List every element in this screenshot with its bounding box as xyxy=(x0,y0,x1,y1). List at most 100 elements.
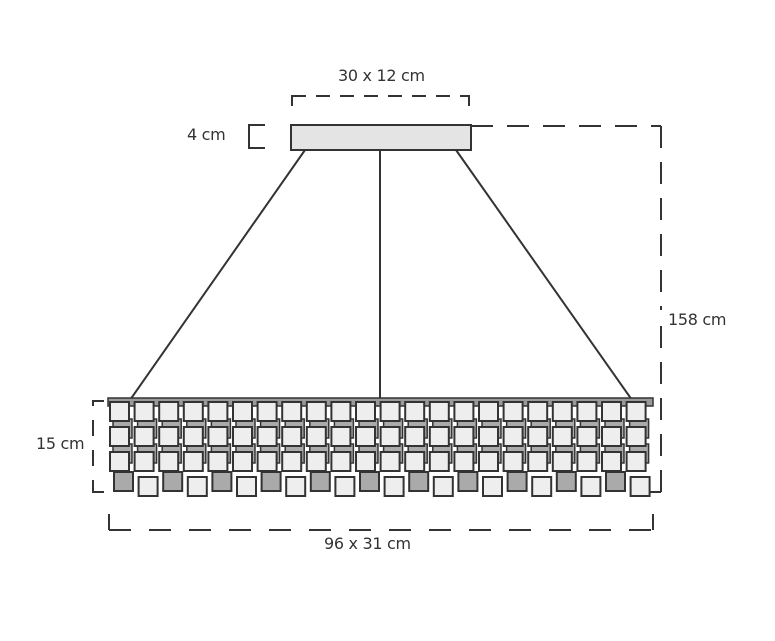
crystal xyxy=(576,401,598,422)
crystal xyxy=(428,401,450,422)
crystal xyxy=(551,401,573,422)
crystal xyxy=(330,401,352,422)
crystal xyxy=(379,401,401,422)
crystal xyxy=(453,401,475,422)
crystal-drop xyxy=(260,471,282,492)
crystal-drop xyxy=(408,471,430,492)
crystal-drop xyxy=(580,476,602,497)
body-height-bracket xyxy=(92,400,104,493)
crystal xyxy=(256,451,278,472)
crystal xyxy=(281,451,303,472)
crystal xyxy=(576,426,598,447)
crystal xyxy=(158,451,180,472)
crystal xyxy=(502,451,524,472)
crystal-drop xyxy=(383,476,405,497)
crystal-drop xyxy=(113,471,134,492)
crystal-drop xyxy=(359,471,380,492)
crystal xyxy=(109,401,130,422)
crystal xyxy=(379,426,401,447)
crystal xyxy=(478,451,499,472)
crystal xyxy=(551,426,573,447)
crystal-drop xyxy=(137,476,159,497)
crystal xyxy=(453,426,475,447)
body-height-label: 15 cm xyxy=(36,434,85,453)
crystal-drop xyxy=(236,476,257,497)
crystal xyxy=(527,426,549,447)
total-height-label: 158 cm xyxy=(668,310,727,329)
crystal xyxy=(182,426,204,447)
crystal-drop xyxy=(629,476,651,497)
crystal xyxy=(109,451,130,472)
crystal xyxy=(625,401,647,422)
crystal-drop xyxy=(457,471,479,492)
crystal xyxy=(133,401,155,422)
crystal-drop xyxy=(285,476,307,497)
crystal-drop xyxy=(334,476,356,497)
crystal xyxy=(158,426,180,447)
crystal xyxy=(428,451,450,472)
crystal xyxy=(182,401,204,422)
crystal xyxy=(133,426,155,447)
crystal xyxy=(551,451,573,472)
crystal-drop xyxy=(555,471,577,492)
crystal xyxy=(305,451,327,472)
crystal-drop xyxy=(531,476,553,497)
crystal xyxy=(601,401,622,422)
crystal xyxy=(576,451,598,472)
canopy-size-label: 30 x 12 cm xyxy=(338,66,425,85)
crystal-drop xyxy=(186,476,208,497)
crystal-drop xyxy=(605,471,626,492)
crystal xyxy=(232,426,253,447)
crystal xyxy=(207,401,229,422)
crystal xyxy=(527,451,549,472)
total-height-bracket xyxy=(471,125,662,493)
crystal xyxy=(527,401,549,422)
body-size-label: 96 x 31 cm xyxy=(324,534,411,553)
crystal-drop xyxy=(211,471,233,492)
crystal xyxy=(478,426,499,447)
crystal xyxy=(625,451,647,472)
crystal xyxy=(158,401,180,422)
crystal xyxy=(281,401,303,422)
crystal xyxy=(404,401,426,422)
crystal xyxy=(330,451,352,472)
crystal xyxy=(207,451,229,472)
crystal xyxy=(256,426,278,447)
crystal xyxy=(379,451,401,472)
crystal xyxy=(232,451,253,472)
crystal xyxy=(281,426,303,447)
crystal-drop xyxy=(506,471,528,492)
crystal xyxy=(428,426,450,447)
crystal xyxy=(502,401,524,422)
canopy-height-label: 4 cm xyxy=(187,125,226,144)
crystal xyxy=(355,401,376,422)
crystal xyxy=(502,426,524,447)
body-width-bracket xyxy=(108,514,654,531)
crystal xyxy=(256,401,278,422)
crystal-drop xyxy=(482,476,503,497)
crystal xyxy=(355,426,376,447)
crystal xyxy=(305,401,327,422)
crystal xyxy=(478,401,499,422)
crystal xyxy=(182,451,204,472)
crystal xyxy=(601,426,622,447)
crystal-drop xyxy=(309,471,331,492)
crystal-body xyxy=(107,397,654,497)
crystal-drop xyxy=(162,471,184,492)
crystal xyxy=(453,451,475,472)
crystal xyxy=(133,451,155,472)
crystal xyxy=(625,426,647,447)
canopy-height-bracket xyxy=(248,124,265,149)
crystal xyxy=(601,451,622,472)
suspension-wires xyxy=(129,149,633,401)
crystal xyxy=(404,426,426,447)
crystal xyxy=(207,426,229,447)
canopy xyxy=(290,124,472,151)
crystal xyxy=(330,426,352,447)
crystal xyxy=(355,451,376,472)
crystal xyxy=(404,451,426,472)
canopy-width-bracket xyxy=(291,95,470,106)
crystal-drop xyxy=(432,476,454,497)
crystal xyxy=(109,426,130,447)
